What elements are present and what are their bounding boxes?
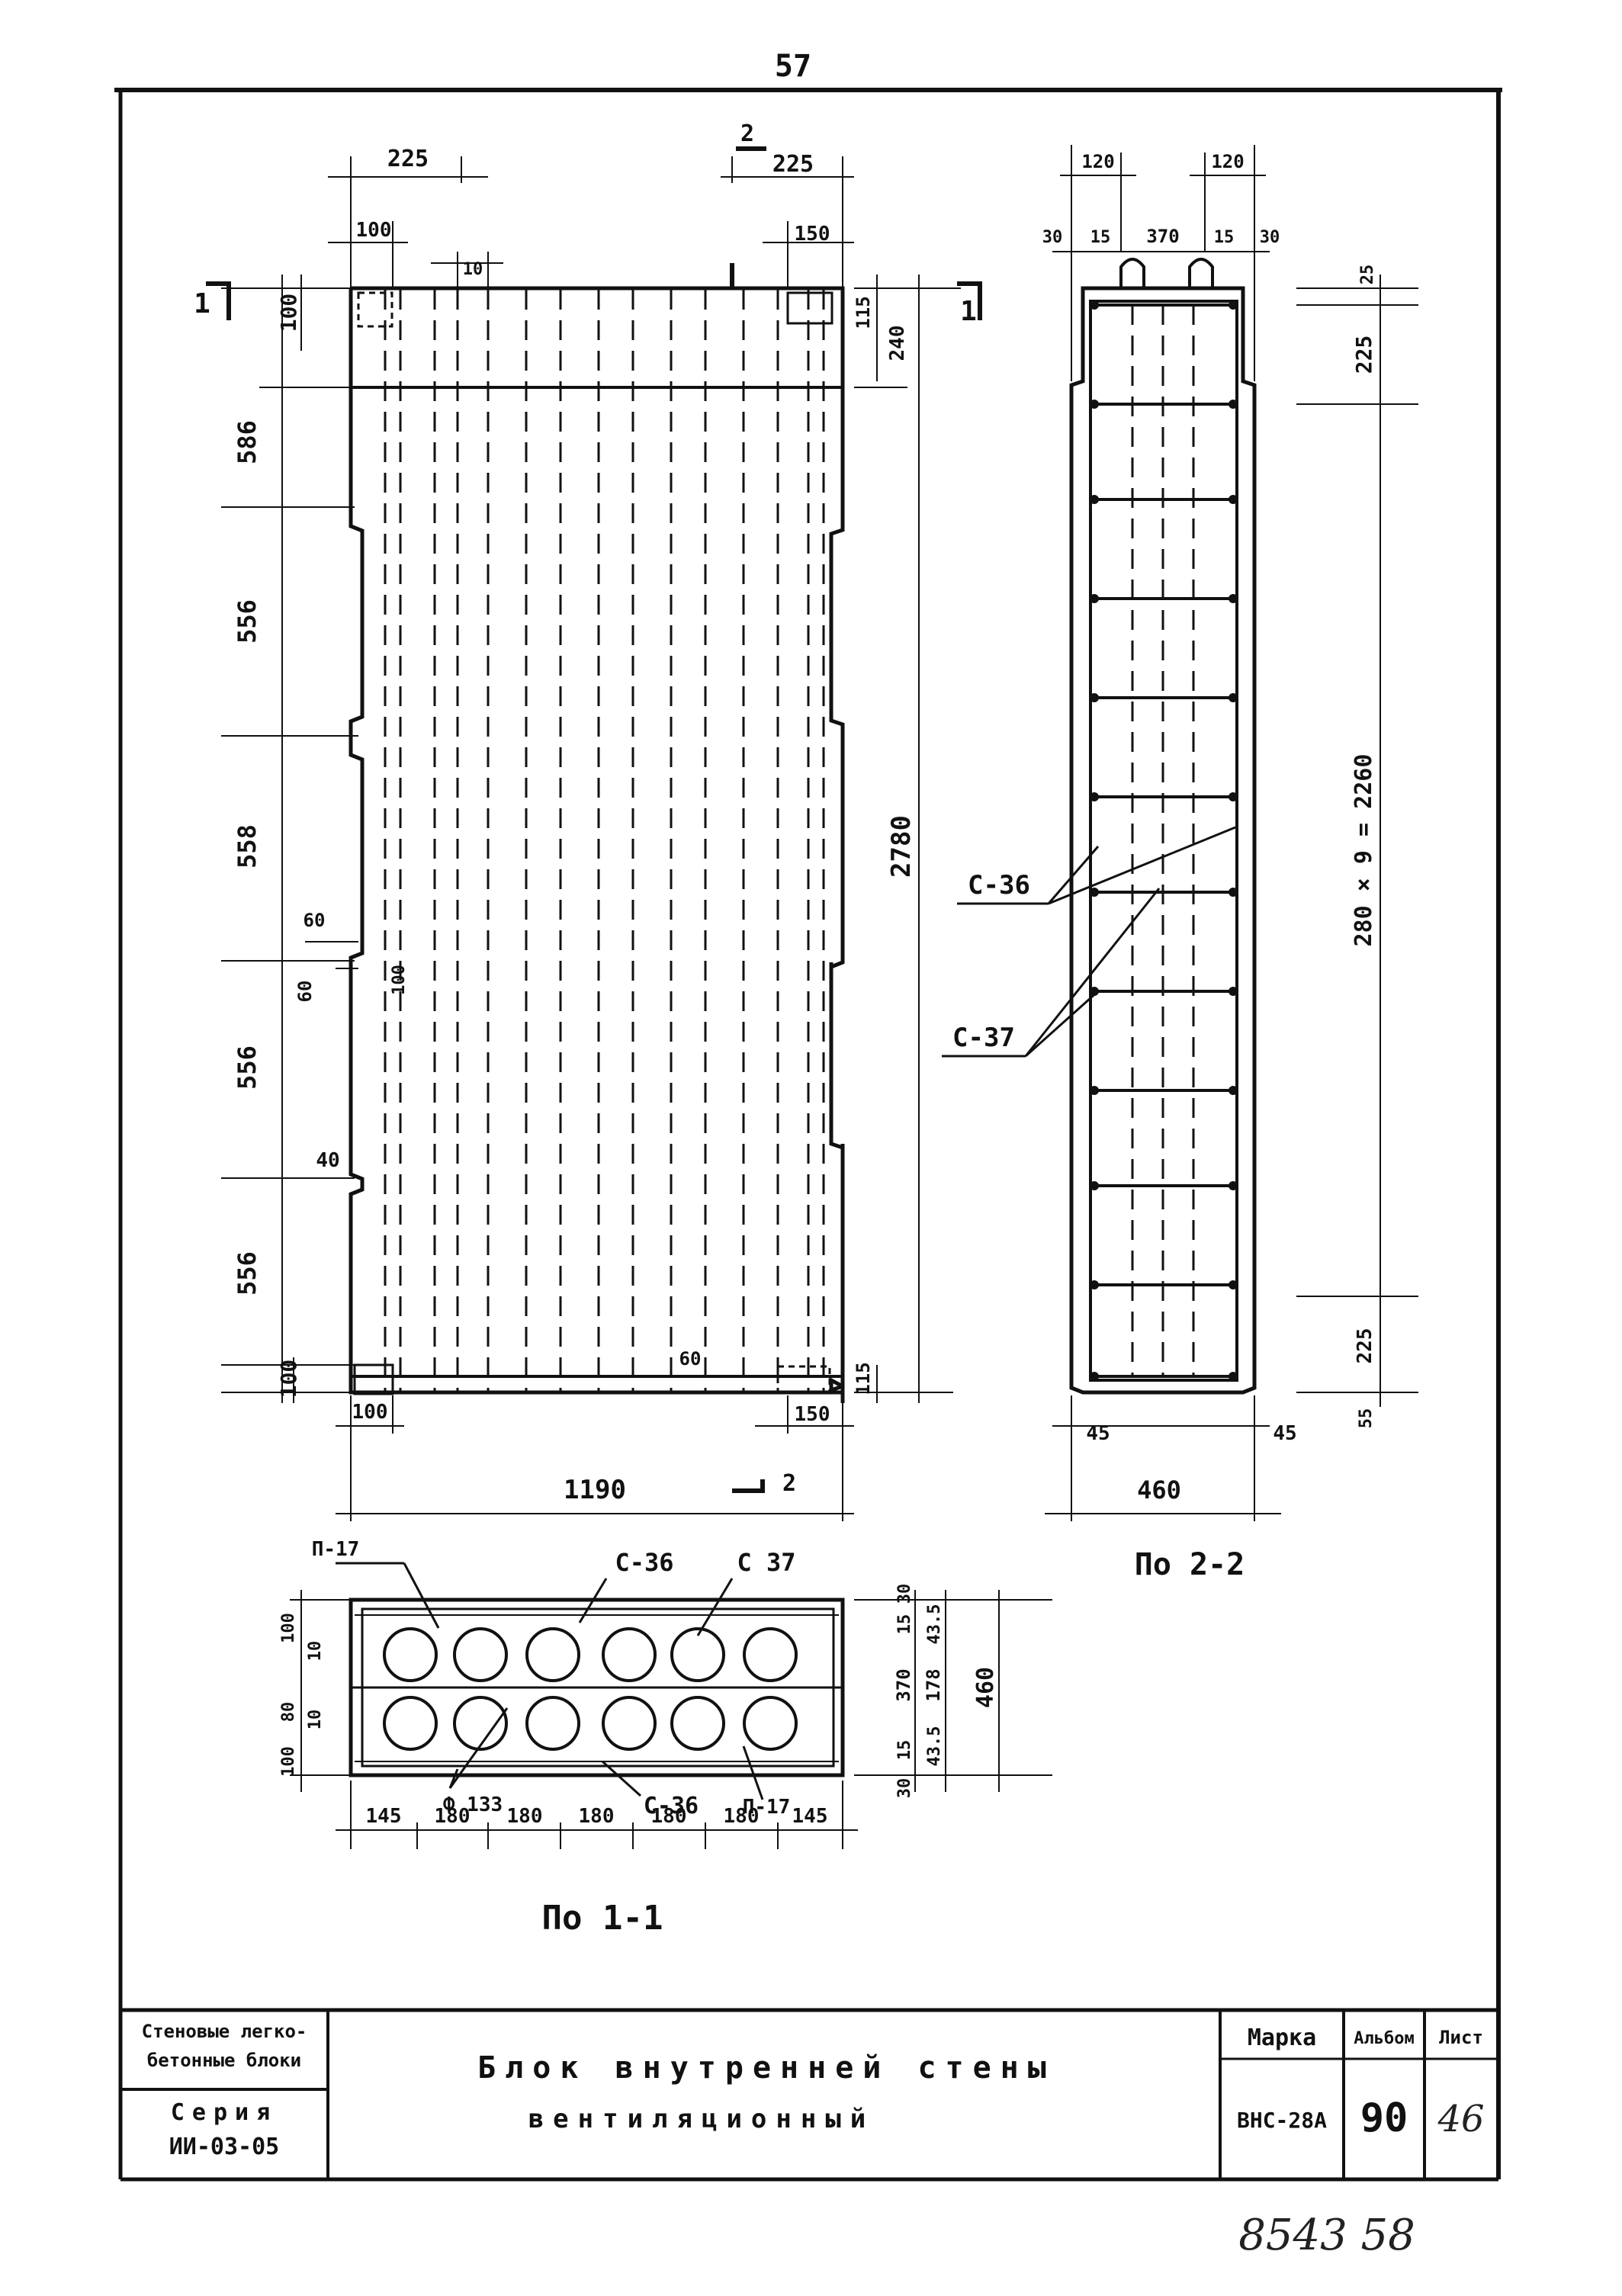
s11-right-dim: 15 — [895, 1740, 914, 1761]
title-block — [120, 2008, 1498, 2179]
section-mark-right: 1 — [960, 296, 977, 327]
plan-left-dim: 558 — [233, 824, 262, 869]
s22-sub-dim: 30 — [1260, 228, 1280, 247]
plan-height-dim: 2780 — [886, 815, 917, 878]
title-line1: Блок внутренней стены — [477, 2050, 1055, 2086]
s11-bottom-dim: 145 — [366, 1805, 402, 1828]
s22-sub-dim: 370 — [1146, 226, 1179, 247]
s11-right-dim2: 178 — [923, 1668, 944, 1701]
s11-left-dim: 10 — [306, 1710, 325, 1730]
plan-left-dim: 556 — [233, 1045, 262, 1090]
section-mark-top: 2 — [740, 120, 754, 147]
s22-bottom-dim-left: 45 — [1086, 1422, 1110, 1445]
plan-top-subdim-left: 100 — [356, 219, 392, 242]
section-2-2 — [942, 145, 1418, 1521]
s11-callout-bottom: Ф 133 — [443, 1793, 503, 1816]
s11-right-dim2: 43.5 — [925, 1726, 944, 1767]
s22-right-dim: 280 × 9 = 2260 — [1351, 754, 1377, 947]
plan-bottom-note: 60 — [679, 1348, 702, 1370]
s11-right-dim2: 43.5 — [925, 1604, 944, 1645]
s22-right-dim: 55 — [1357, 1408, 1376, 1429]
s11-left-dim: 80 — [279, 1702, 298, 1723]
s22-right-dim: 225 — [1351, 336, 1376, 374]
title-sheet-label: Лист — [1439, 2027, 1483, 2048]
s11-bottom-dims: 145 180 180 180 180 180 145 — [366, 1805, 828, 1828]
plan-top-dim-right: 225 — [772, 151, 814, 178]
s22-bottom-dim-right: 45 — [1273, 1422, 1296, 1445]
plan-top-subdim-mid: 10 — [463, 260, 483, 279]
s22-right-dim: 25 — [1358, 265, 1377, 285]
plan-left-dim: 556 — [233, 599, 262, 644]
title-series-value: ИИ-03-05 — [169, 2134, 280, 2160]
s11-right-dim: 30 — [895, 1584, 914, 1604]
plan-left-dim: 100 — [276, 294, 301, 332]
plan-notch-dim: 100 — [390, 965, 409, 995]
s22-top-dim-left: 120 — [1081, 151, 1114, 172]
s11-callout-top: С 37 — [737, 1548, 795, 1577]
s11-bottom-dim: 180 — [651, 1805, 687, 1828]
plan-top-subdim-right: 150 — [795, 223, 830, 246]
s11-left-dim: 10 — [306, 1641, 325, 1662]
title-org-line2: бетонные блоки — [147, 2050, 301, 2071]
s11-left-dim: 100 — [279, 1746, 298, 1777]
s22-label: По 2-2 — [1135, 1547, 1245, 1582]
plan-right-dim: 115 — [853, 1362, 874, 1395]
s22-callout-c37: С-37 — [952, 1023, 1015, 1053]
s11-callout-top: П-17 — [312, 1538, 360, 1561]
s11-bottom-dim: 180 — [724, 1805, 760, 1828]
title-line2: вентиляционный — [528, 2104, 875, 2134]
plan-top-dim-left: 225 — [387, 146, 429, 172]
section-mark-left: 1 — [194, 288, 210, 320]
plan-view — [206, 146, 982, 1521]
plan-left-dims: 100 586 556 558 556 556 100 — [233, 294, 301, 1398]
title-marka-label: Марка — [1248, 2025, 1316, 2051]
s11-bottom-dim: 180 — [579, 1805, 615, 1828]
s11-callout-bottom: С-36 — [644, 1793, 699, 1819]
s11-bottom-dim: 180 — [435, 1805, 471, 1828]
s11-right-dim: 370 — [893, 1668, 914, 1701]
sheet-frame — [114, 88, 1502, 2182]
s22-callout-c36: С-36 — [968, 870, 1030, 901]
plan-width-dim: 1190 — [564, 1475, 626, 1505]
title-album-label: Альбом — [1354, 2029, 1414, 2048]
title-sheet-value: 46 — [1437, 2098, 1484, 2140]
plan-notch-small: 40 — [316, 1149, 339, 1172]
s11-label: По 1-1 — [542, 1899, 663, 1938]
section-1-1 — [290, 1562, 1052, 1849]
plan-notch-dim: 60 — [294, 981, 316, 1003]
s22-top-dim-right: 120 — [1211, 151, 1244, 172]
s11-right-dim: 15 — [895, 1614, 914, 1635]
section-mark-bottom: 2 — [782, 1470, 796, 1497]
plan-notch-dim: 60 — [304, 910, 326, 931]
s11-bottom-dim: 180 — [507, 1805, 543, 1828]
s11-callout-top: С-36 — [615, 1548, 673, 1577]
title-album-value: 90 — [1360, 2095, 1408, 2141]
title-org-line1: Стеновые легко- — [142, 2021, 307, 2042]
s22-sub-dim: 15 — [1214, 228, 1235, 247]
plan-left-dim: 556 — [233, 1251, 262, 1296]
s11-callout-bottom: П-17 — [743, 1796, 791, 1819]
plan-bottom-dim-right: 150 — [795, 1403, 830, 1426]
plan-left-dim: 586 — [233, 420, 262, 464]
title-marka-value: ВНС-28А — [1237, 2108, 1327, 2133]
page-number: 57 — [775, 49, 811, 84]
plan-left-dim: 100 — [276, 1360, 301, 1398]
s11-left-dims: 100 80 10 10 100 — [279, 1613, 325, 1777]
s22-right-dim: 225 — [1354, 1328, 1376, 1364]
s11-bottom-dim: 145 — [792, 1805, 828, 1828]
s11-right-dims: 30 15 370 15 30 43.5 178 43.5 460 — [893, 1584, 999, 1799]
s22-width-dim: 460 — [1137, 1476, 1181, 1504]
s11-right-dim: 30 — [895, 1778, 914, 1799]
s22-sub-dim: 30 — [1042, 228, 1063, 247]
s22-sub-dim: 15 — [1090, 228, 1111, 247]
s11-height-dim: 460 — [972, 1667, 999, 1708]
title-series-label: Серия — [171, 2099, 278, 2126]
s11-left-dim: 100 — [279, 1613, 298, 1643]
handwritten-note: 8543 58 — [1238, 2211, 1415, 2260]
plan-right-dim: 115 — [853, 296, 874, 329]
plan-right-dim: 240 — [886, 326, 909, 361]
plan-bottom-dim-left: 100 — [352, 1401, 388, 1424]
